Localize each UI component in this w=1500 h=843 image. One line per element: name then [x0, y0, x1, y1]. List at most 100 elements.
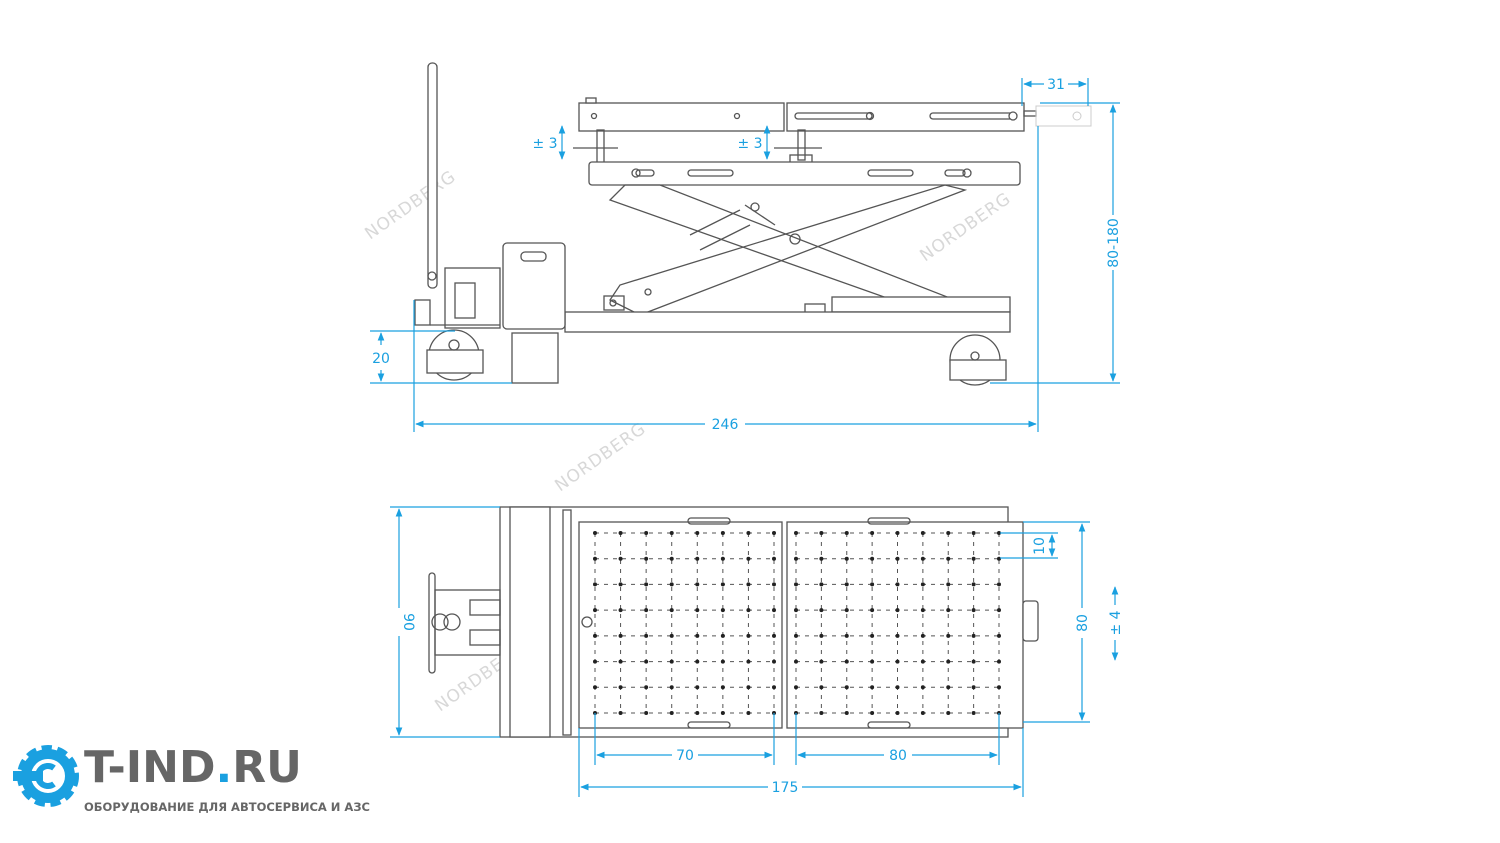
mounting-hole: [644, 556, 649, 561]
mounting-hole: [844, 685, 849, 690]
dim-table-width: 80: [1075, 614, 1091, 632]
front-wheel: [426, 329, 484, 381]
mounting-hole: [870, 659, 875, 664]
mounting-hole: [997, 608, 1001, 613]
mounting-hole: [695, 582, 700, 587]
mounting-hole: [895, 659, 900, 664]
mounting-hole: [746, 556, 751, 561]
dim-table-length: 175: [772, 780, 799, 796]
mounting-hole: [618, 556, 623, 561]
mounting-hole: [997, 659, 1001, 664]
mounting-hole: [971, 633, 976, 638]
mounting-hole: [618, 608, 623, 613]
mounting-hole: [920, 556, 925, 561]
mounting-hole: [720, 556, 725, 561]
hydraulic-pump: [414, 267, 501, 329]
mounting-hole: [844, 659, 849, 664]
mounting-hole: [997, 633, 1001, 638]
mounting-hole: [920, 608, 925, 613]
mounting-hole: [870, 582, 875, 587]
handle: [427, 62, 438, 289]
mounting-hole: [772, 556, 776, 561]
lower-table: [588, 161, 1021, 186]
mounting-hole: [895, 711, 900, 715]
mounting-hole: [593, 531, 597, 535]
mounting-hole: [593, 556, 597, 561]
mounting-hole: [895, 556, 900, 561]
mounting-hole: [946, 711, 951, 715]
mounting-hole: [971, 659, 976, 664]
pump-tank: [511, 332, 559, 384]
mounting-hole: [720, 711, 725, 715]
mounting-hole: [946, 556, 951, 561]
top-view: 90 10 80 ± 4 70 80 175: [390, 506, 1124, 797]
mounting-hole: [746, 685, 751, 690]
mounting-hole: [819, 633, 824, 638]
dim-right-grid-span: 80: [889, 748, 907, 764]
mounting-hole: [794, 659, 798, 664]
site-logo: T-IND.RU ОБОРУДОВАНИЕ ДЛЯ АВТОСЕРВИСА И …: [13, 742, 370, 814]
logo-tagline: ОБОРУДОВАНИЕ ДЛЯ АВТОСЕРВИСА И АЗС: [84, 800, 370, 814]
mounting-hole: [946, 531, 951, 535]
dim-ground-clearance: 20: [372, 351, 390, 367]
mounting-hole: [644, 531, 649, 535]
pump-handle-top: [428, 572, 501, 674]
mounting-hole: [920, 711, 925, 715]
mounting-hole: [772, 685, 776, 690]
mounting-hole: [895, 633, 900, 638]
mounting-hole: [895, 531, 900, 535]
mounting-hole: [895, 582, 900, 587]
mounting-hole: [997, 556, 1001, 561]
mounting-hole: [695, 633, 700, 638]
mounting-hole: [819, 659, 824, 664]
mounting-hole: [746, 659, 751, 664]
mounting-hole: [920, 685, 925, 690]
mounting-hole: [819, 531, 824, 535]
mounting-hole: [695, 556, 700, 561]
mounting-hole: [772, 531, 776, 535]
mounting-hole: [669, 711, 674, 715]
mounting-hole: [819, 685, 824, 690]
mounting-hole: [971, 531, 976, 535]
table-panel-left: [578, 521, 783, 729]
mounting-hole: [844, 711, 849, 715]
dim-adjust-right: ± 3: [737, 136, 762, 152]
logo-name: T-IND: [84, 742, 216, 793]
mounting-hole: [870, 556, 875, 561]
mounting-hole: [772, 633, 776, 638]
mounting-hole: [618, 685, 623, 690]
mounting-hole: [720, 685, 725, 690]
mounting-hole: [794, 582, 798, 587]
mounting-hole: [819, 711, 824, 715]
watermark: NORDBERG: [916, 189, 1015, 266]
rear-wheel: [949, 334, 1007, 386]
mounting-hole: [746, 633, 751, 638]
mounting-hole: [794, 556, 798, 561]
mounting-hole: [644, 685, 649, 690]
mounting-hole: [920, 531, 925, 535]
mounting-hole: [971, 608, 976, 613]
mounting-hole: [695, 608, 700, 613]
mounting-hole: [971, 711, 976, 715]
watermark: NORDBERG: [361, 167, 460, 244]
mounting-hole: [746, 582, 751, 587]
table-panel-right: [786, 521, 1024, 729]
mounting-hole: [593, 608, 597, 613]
scissor-mechanism: [603, 184, 968, 316]
hole-grid-left: [593, 531, 776, 715]
mounting-hole: [644, 633, 649, 638]
dim-left-grid-span: 70: [676, 748, 694, 764]
mounting-hole: [844, 633, 849, 638]
mounting-hole: [720, 659, 725, 664]
mounting-hole: [593, 582, 597, 587]
mounting-hole: [946, 685, 951, 690]
svg-text:T-IND.RU: T-IND.RU: [84, 742, 302, 793]
base-frame: [564, 311, 1011, 333]
dim-height-range: 80-180: [1106, 218, 1122, 268]
mounting-hole: [920, 633, 925, 638]
mounting-hole: [870, 633, 875, 638]
upper-table-left: [578, 102, 785, 132]
mounting-hole: [946, 582, 951, 587]
mounting-hole: [746, 608, 751, 613]
mounting-hole: [870, 685, 875, 690]
